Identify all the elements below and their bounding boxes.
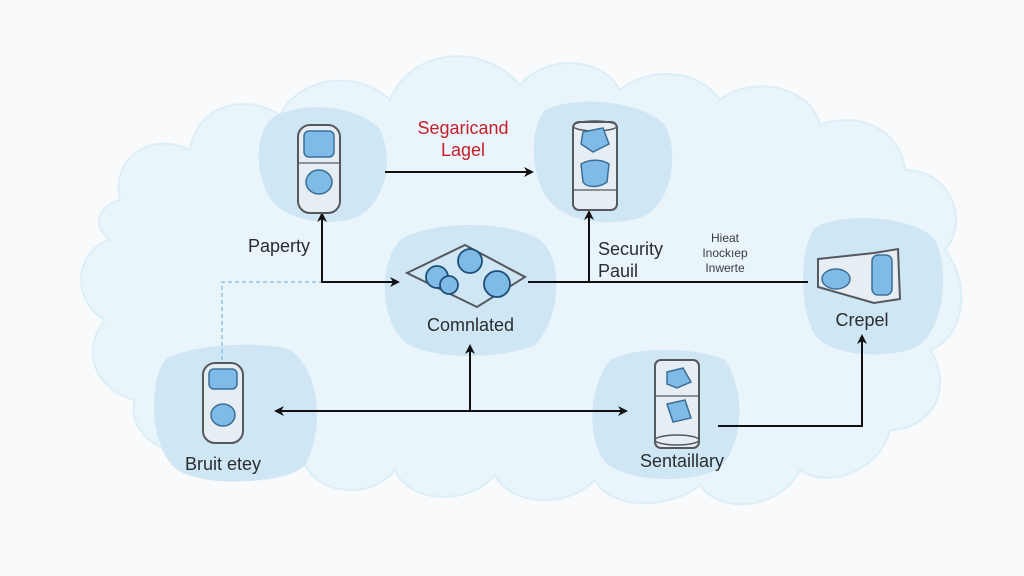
node-label-bottom-left: Bruit etey [184,454,262,474]
edge-bottom-middle-to-right [718,334,867,427]
edge-label-line: Pauil [598,261,639,281]
edge-label-line: Segaricand [417,118,509,138]
edge-label-security: Security Pauil [598,238,663,282]
node-label-center: Comnlated [426,315,515,335]
edge-label-segaricand: Segaricand Lagel [410,117,516,161]
capsule-cylinder-icon [202,362,244,444]
edge-label-paperty: Paperty [248,236,311,256]
machine-canister-icon [817,247,902,305]
edge-label-line: Inwerte [705,261,745,275]
node-blob-center [384,225,557,356]
edge-label-line: Security [598,239,664,259]
node-label-bottom-middle: Sentaillary [639,451,725,471]
edges [274,167,867,427]
glass-cylinder-icon [572,120,618,211]
tray-spheres-icon [404,243,527,309]
edge-label-line: Hieat [710,231,739,245]
glass-cylinder-icon [654,359,700,449]
dashed-connector [221,281,322,360]
edge-label-line: Inockıep [702,246,748,260]
edge-label-line: Lagel [440,140,486,160]
capsule-cylinder-icon [297,124,341,214]
edge-label-heat: Hieat Inockıep Inwerte [690,231,760,276]
node-label-right: Crepel [835,310,889,330]
